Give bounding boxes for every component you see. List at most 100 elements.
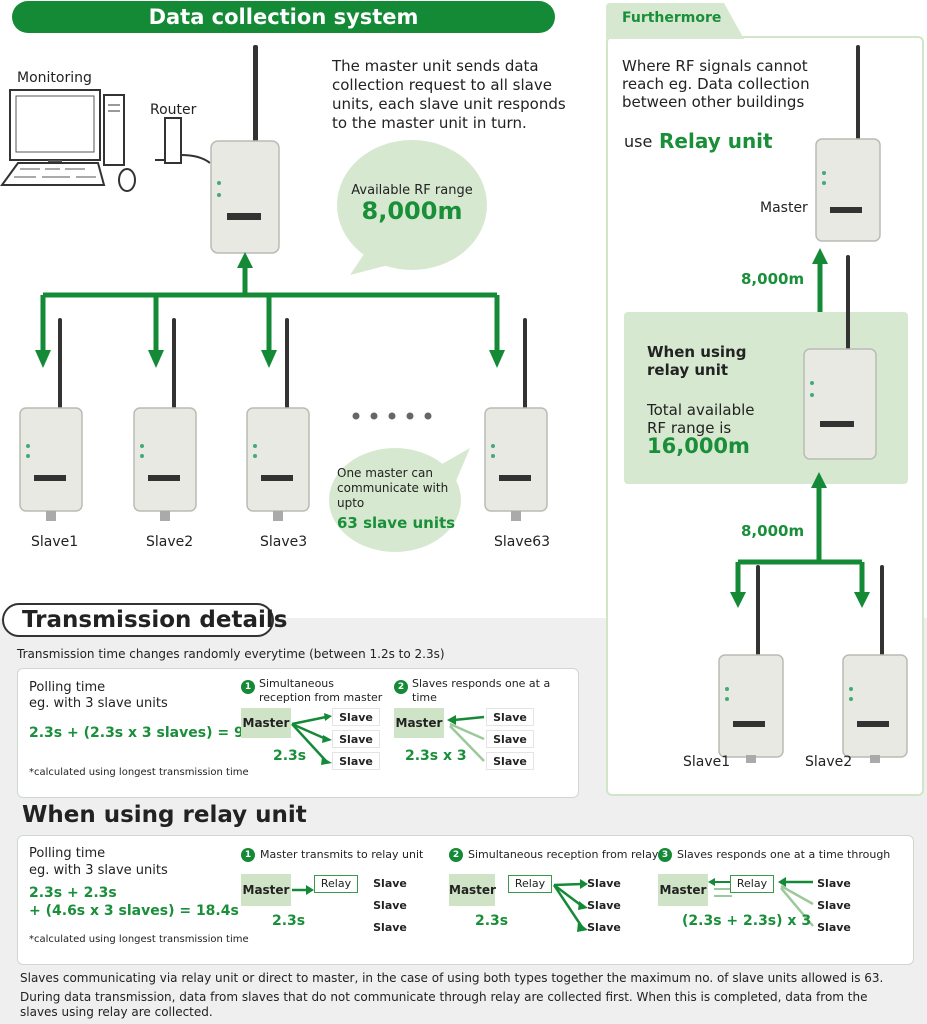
step-number-badge: 2 [394,680,408,694]
slave-box: Slave [587,921,621,934]
step-number-badge: 1 [241,680,255,694]
monitoring-label: Monitoring [17,70,92,86]
step-label: Slaves responds one at a time [412,677,551,704]
example-label: eg. with 3 slave units [29,863,168,878]
step-time: (2.3s + 2.3s) x 3 [682,913,812,929]
broadcast-arrows [552,879,588,932]
slave-count-bubble [329,448,470,552]
response-arrows [447,715,485,762]
relay-unit-device [803,255,877,460]
slave-count-value: 63 slave units [337,514,456,532]
slave-label: Slave3 [260,534,308,550]
step-number-badge: 2 [449,848,463,862]
slave-unit-device [718,565,784,763]
response-arrows [778,877,814,927]
slave-unit-device [842,565,908,763]
transmission-subtitle: Transmission time changes randomly every… [17,647,445,661]
transmission-heading-pill [2,603,274,637]
relay-heading: When using relay unit [22,802,307,828]
slave-box: Slave [332,752,380,770]
relay-formula-line2: + (4.6s x 3 slaves) = 18.4s [29,903,239,919]
step-label: Simultaneous reception from master [259,677,383,704]
polling-formula: 2.3s + (2.3s x 3 slaves) = 9.2s [29,725,268,741]
page-title: Data collection system [12,1,555,33]
footer-note-2: During data transmission, data from slav… [20,990,868,1019]
relay-box: Relay [314,875,358,893]
broadcast-arrows [291,713,332,765]
slave-box: Slave [587,899,621,912]
transmission-example-box [17,668,579,798]
one-master-text: One master can communicate with upto [337,466,449,510]
master-unit-device [815,45,881,242]
computer-icon [0,89,136,192]
slave-label: Slave2 [146,534,194,550]
use-label: use [624,132,653,151]
distance-label-2: 8,000m [741,522,805,540]
footer-note-1: Slaves communicating via relay unit or d… [20,971,884,985]
step-label: Slaves responds one at a time through [677,848,891,861]
slave-unit-device [246,318,310,521]
master-box: Master [394,708,444,738]
relay-unit-label: Relay unit [659,129,773,153]
step-label: Simultaneous reception from relay [468,848,659,861]
calculation-note: *calculated using longest transmission t… [29,934,249,945]
polling-label: Polling time [29,680,106,695]
master-box: Master [658,874,708,906]
slave-box: Slave [373,899,407,912]
furthermore-description: Where RF signals cannot reach eg. Data c… [622,57,810,111]
transmission-heading: Transmission details [22,607,288,633]
master-label: Master [760,200,808,216]
relay-to-slaves-arrows [730,472,870,608]
multi-arrow-left-icon [708,878,732,897]
step-time: 2.3s x 3 [405,748,467,764]
slave-box: Slave [332,708,380,726]
slave-box: Slave [587,877,621,890]
furthermore-tab-shape [606,3,744,39]
slave-label: Slave1 [31,534,79,550]
slave-box: Slave [817,921,851,934]
step-time: 2.3s [272,913,306,929]
slave-box: Slave [373,921,407,934]
slave-box: Slave [486,752,534,770]
router-label: Router [150,102,197,118]
rf-range-value: 8,000m [361,197,463,225]
slave-box: Slave [332,730,380,748]
slave-label: Slave2 [805,754,853,770]
ellipsis-dots [352,412,432,420]
furthermore-tab: Furthermore [622,10,722,26]
master-description: The master unit sends data collection re… [332,57,566,132]
slave-box: Slave [373,877,407,890]
calculation-note: *calculated using longest transmission t… [29,767,249,778]
arrow-right-icon [292,885,314,895]
step-number-badge: 1 [241,848,255,862]
slave-unit-device [484,318,548,521]
slave-box: Slave [486,708,534,726]
router-icon [155,117,211,164]
distance-label-1: 8,000m [741,270,805,288]
polling-label: Polling time [29,846,106,861]
slave-box: Slave [817,899,851,912]
slave-box: Slave [486,730,534,748]
slave-unit-device [19,318,83,521]
relay-box: Relay [730,875,774,893]
relay-formula-line1: 2.3s + 2.3s [29,885,117,901]
step-time: 2.3s [475,913,509,929]
step-number-badge: 3 [658,848,672,862]
total-range-text: Total available RF range is [647,401,755,437]
step-time: 2.3s [273,748,307,764]
slave-box: Slave [817,877,851,890]
slave-unit-device [133,318,197,521]
total-range-value: 16,000m [647,434,750,458]
master-box: Master [449,874,496,906]
master-box: Master [241,874,291,906]
rf-range-bubble [337,140,487,275]
step-label: Master transmits to relay unit [260,848,424,861]
when-relay-heading: When using relay unit [647,343,747,379]
master-unit-device [210,45,280,254]
slave-label: Slave1 [683,754,731,770]
master-box: Master [241,708,291,738]
master-to-slaves-arrows [35,252,505,368]
example-label: eg. with 3 slave units [29,696,168,711]
slave-label: Slave63 [494,534,551,550]
